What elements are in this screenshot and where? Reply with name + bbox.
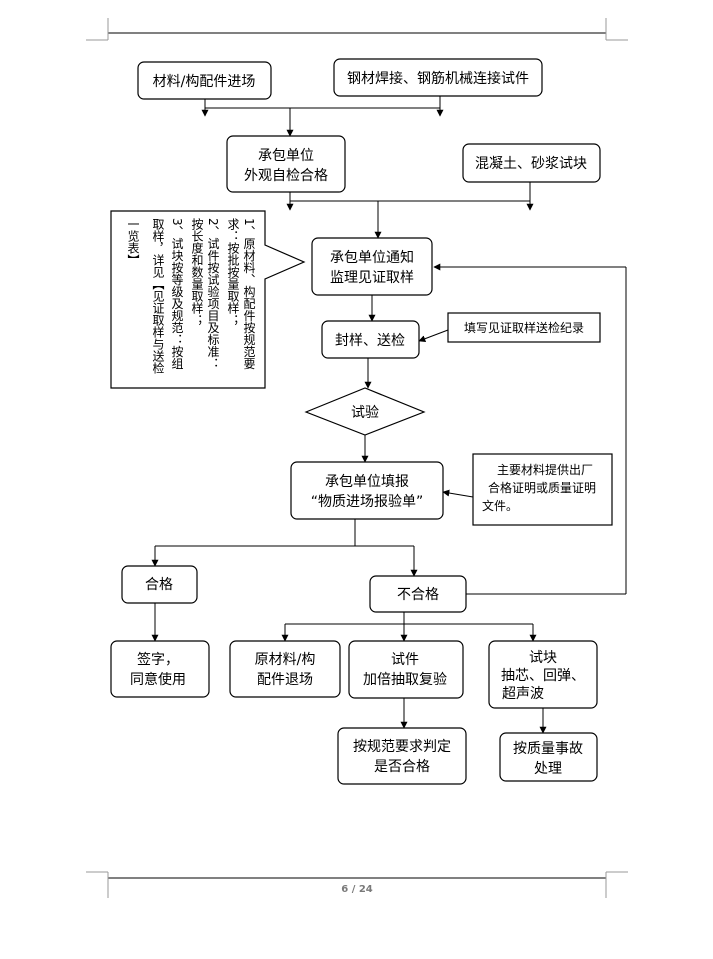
node-quality-accident: 按质量事故 处理 [499, 732, 598, 782]
node-contractor-self-check: 承包单位 外观自检合格 [226, 135, 346, 193]
node-label-line: “物质进场报验单” [311, 494, 424, 510]
node-label-line: 试件 [391, 652, 419, 668]
node-return-material: 原材料/构 配件退场 [229, 640, 341, 698]
page-header [86, 18, 628, 41]
node-material-entry: 材料/构配件进场 [137, 61, 272, 100]
node-label: 混凝土、砂浆试块 [475, 156, 587, 172]
node-fill-record: 填写见证取样送检纪录 [447, 312, 601, 343]
node-label-line: 按规范要求判定 [353, 738, 451, 755]
connectors [151, 96, 627, 734]
node-label-line: 外观自检合格 [244, 168, 328, 184]
page-number: 6 / 24 [341, 884, 373, 895]
node-fill-report: 承包单位填报 “物质进场报验单” [290, 461, 444, 520]
node-label-line: 超声波 [502, 686, 544, 702]
node-label-line: 签字， [137, 651, 179, 668]
node-concrete-mortar-test: 混凝土、砂浆试块 [462, 143, 601, 183]
note-column: 2、试件按试验项目及标准： [206, 218, 220, 370]
node-manufacturer-cert: 主要材料提供出厂 合格证明或质量证明 文件。 [472, 453, 613, 526]
node-label: 合格 [145, 577, 173, 593]
node-sign-approve: 签字， 同意使用 [110, 640, 210, 698]
node-test-decision: 试验 [304, 387, 426, 436]
note-column: 按长度和数量取样； [190, 218, 204, 326]
node-label-line: 主要材料提供出厂 [497, 462, 593, 477]
node-label-line: 试块 [529, 650, 557, 666]
node-qualified: 合格 [121, 565, 198, 604]
node-label-line: 配件退场 [257, 672, 313, 688]
node-label-line: 同意使用 [130, 671, 186, 688]
node-label: 钢材焊接、钢筋机械连接试件 [347, 70, 529, 87]
node-judge-standard: 按规范要求判定 是否合格 [337, 727, 467, 785]
note-column: 一览表】 [126, 218, 140, 266]
node-label-line: 抽芯、回弹、 [501, 668, 585, 684]
node-label: 封样、送检 [335, 333, 405, 349]
node-steel-weld-test: 钢材焊接、钢筋机械连接试件 [333, 58, 543, 97]
node-unqualified: 不合格 [369, 575, 467, 613]
node-label: 材料/构配件进场 [153, 74, 256, 90]
node-label: 填写见证取样送检纪录 [464, 320, 584, 335]
note-column: 1、原材料、构配件按规范要 [242, 218, 256, 370]
node-label-line: 处理 [534, 761, 562, 777]
node-notify-supervision: 承包单位通知 监理见证取样 [311, 237, 433, 296]
page-footer: 6 / 24 [86, 871, 628, 898]
node-label: 不合格 [397, 587, 439, 603]
sampling-note-columns: 1、原材料、构配件按规范要 求：按批按量取样； 2、试件按试验项目及标准： 按长… [126, 218, 256, 374]
note-column: 求：按批按量取样； [226, 218, 240, 326]
sampling-note: 1、原材料、构配件按规范要 求：按批按量取样； 2、试件按试验项目及标准： 按长… [110, 210, 306, 389]
node-seal-send: 封样、送检 [321, 320, 420, 359]
node-label-line: 文件。 [482, 498, 518, 513]
node-label-line: 承包单位填报 [325, 474, 409, 490]
node-label-line: 合格证明或质量证明 [488, 480, 596, 495]
node-block-methods: 试块 抽芯、回弹、 超声波 [488, 640, 598, 709]
node-label-line: 承包单位通知 [330, 249, 414, 266]
node-specimen-retest: 试件 加倍抽取复验 [348, 640, 464, 699]
node-label-line: 按质量事故 [513, 741, 583, 757]
node-label-line: 承包单位 [258, 148, 314, 164]
node-label: 试验 [351, 405, 379, 421]
note-column: 3、试块按等级及规范：按组 [170, 218, 184, 370]
node-label-line: 原材料/构 [255, 652, 316, 668]
node-label-line: 加倍抽取复验 [363, 671, 447, 688]
note-column: 取样，详见【见证取样与送检 [151, 218, 165, 374]
node-label-line: 监理见证取样 [330, 270, 414, 286]
node-label-line: 是否合格 [374, 759, 430, 775]
